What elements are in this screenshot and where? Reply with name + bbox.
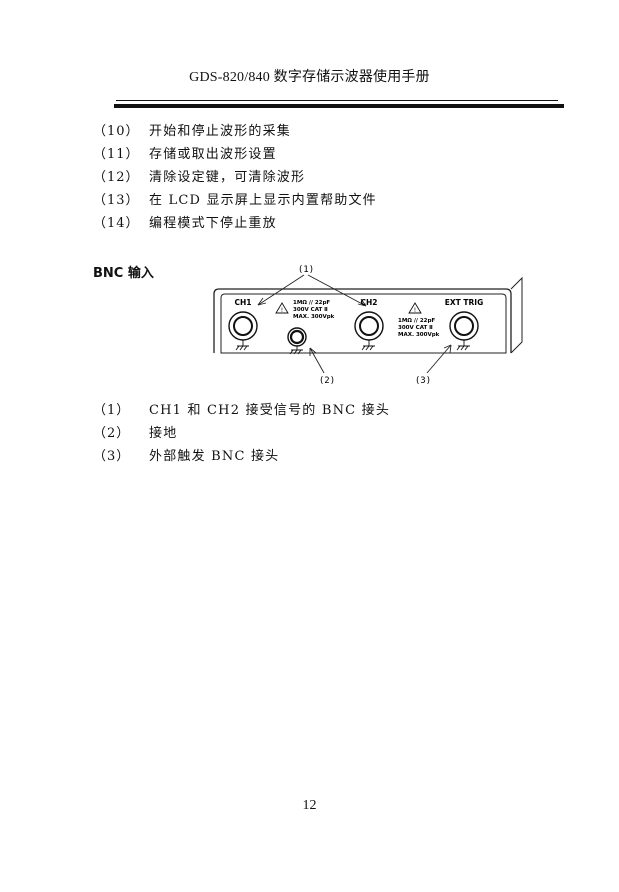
item-number: （12） <box>93 170 140 185</box>
panel-inner-outline <box>220 293 507 354</box>
button-description-list: （10） 开始和停止波形的采集 （11） 存储或取出波形设置 （12） 清除设定键，可… <box>93 120 573 235</box>
ext-spec-line-2: 300V CAT Ⅱ <box>398 325 433 331</box>
ground-symbol <box>361 340 375 351</box>
ground-symbol <box>235 340 249 351</box>
list-item: （3） 外部触发 BNC 接头 <box>93 445 573 468</box>
panel-outline <box>213 288 512 353</box>
arrowhead <box>309 347 317 356</box>
callout-1: (1) <box>298 265 314 275</box>
arrow-2-ground <box>309 347 325 374</box>
item-text: 接地 <box>149 426 178 441</box>
item-number: （2） <box>93 426 131 441</box>
arrowhead <box>257 297 267 306</box>
warning-icon <box>275 302 289 314</box>
item-number: （11） <box>93 147 140 162</box>
arrow-1-ch2 <box>307 274 367 307</box>
arrow-1-ch1 <box>257 274 305 306</box>
list-item: （1） CH1 和 CH2 接受信号的 BNC 接头 <box>93 399 573 422</box>
ext-spec-line-1: 1MΩ // 22pF <box>398 318 435 324</box>
spec-line-2: 300V CAT Ⅱ <box>293 307 328 313</box>
page-header: GDS-820/840 数字存储示波器使用手册 <box>189 70 430 85</box>
spec-line-1: 1MΩ // 22pF <box>293 300 330 306</box>
callout-2: (2) <box>319 376 335 386</box>
bnc-description-list: （1） CH1 和 CH2 接受信号的 BNC 接头 （2） 接地 （3） 外部触发 … <box>93 399 573 468</box>
ch1-label: CH1 <box>235 298 252 307</box>
list-item: （2） 接地 <box>93 422 573 445</box>
item-number: （1） <box>93 403 131 418</box>
svg-text:!: ! <box>414 307 416 314</box>
section-heading: BNC 输入 <box>93 266 154 281</box>
spec-line-3: MAX. 300Vpk <box>293 314 335 320</box>
svg-text:!: ! <box>281 307 283 314</box>
item-text: 编程模式下停止重放 <box>149 216 277 231</box>
panel-side-edge <box>510 276 523 354</box>
ext-spec-line-3: MAX. 300Vpk <box>398 332 440 338</box>
item-text: CH1 和 CH2 接受信号的 BNC 接头 <box>149 403 391 418</box>
arrowhead <box>443 344 452 354</box>
page-number: 12 <box>302 798 317 813</box>
list-item: （14） 编程模式下停止重放 <box>93 212 573 235</box>
ground-symbol <box>289 346 303 355</box>
arrowhead <box>357 298 367 307</box>
ground-symbol <box>456 340 470 351</box>
list-item: （11） 存储或取出波形设置 <box>93 143 573 166</box>
ext-trig-label: EXT TRIG <box>445 298 483 307</box>
item-number: （10） <box>93 124 140 139</box>
callout-3: (3) <box>415 376 431 386</box>
list-item: （12） 清除设定键，可清除波形 <box>93 166 573 189</box>
header-rule-thin <box>116 100 558 101</box>
item-number: （14） <box>93 216 140 231</box>
item-number: （13） <box>93 193 140 208</box>
ch2-label: CH2 <box>361 298 378 307</box>
list-item: （13） 在 LCD 显示屏上显示内置帮助文件 <box>93 189 573 212</box>
header-rule-thick <box>114 104 564 108</box>
item-number: （3） <box>93 449 131 464</box>
arrow-3-exttrig <box>426 344 452 374</box>
item-text: 外部触发 BNC 接头 <box>149 449 280 464</box>
item-text: 在 LCD 显示屏上显示内置帮助文件 <box>149 193 377 208</box>
bnc-panel-figure: (1) (2) (3) CH1 ! 1MΩ // 22pF 300V CAT Ⅱ… <box>213 265 523 386</box>
warning-icon <box>408 302 422 314</box>
item-text: 清除设定键，可清除波形 <box>149 170 306 185</box>
item-text: 开始和停止波形的采集 <box>149 124 292 139</box>
item-text: 存储或取出波形设置 <box>149 147 277 162</box>
list-item: （10） 开始和停止波形的采集 <box>93 120 573 143</box>
